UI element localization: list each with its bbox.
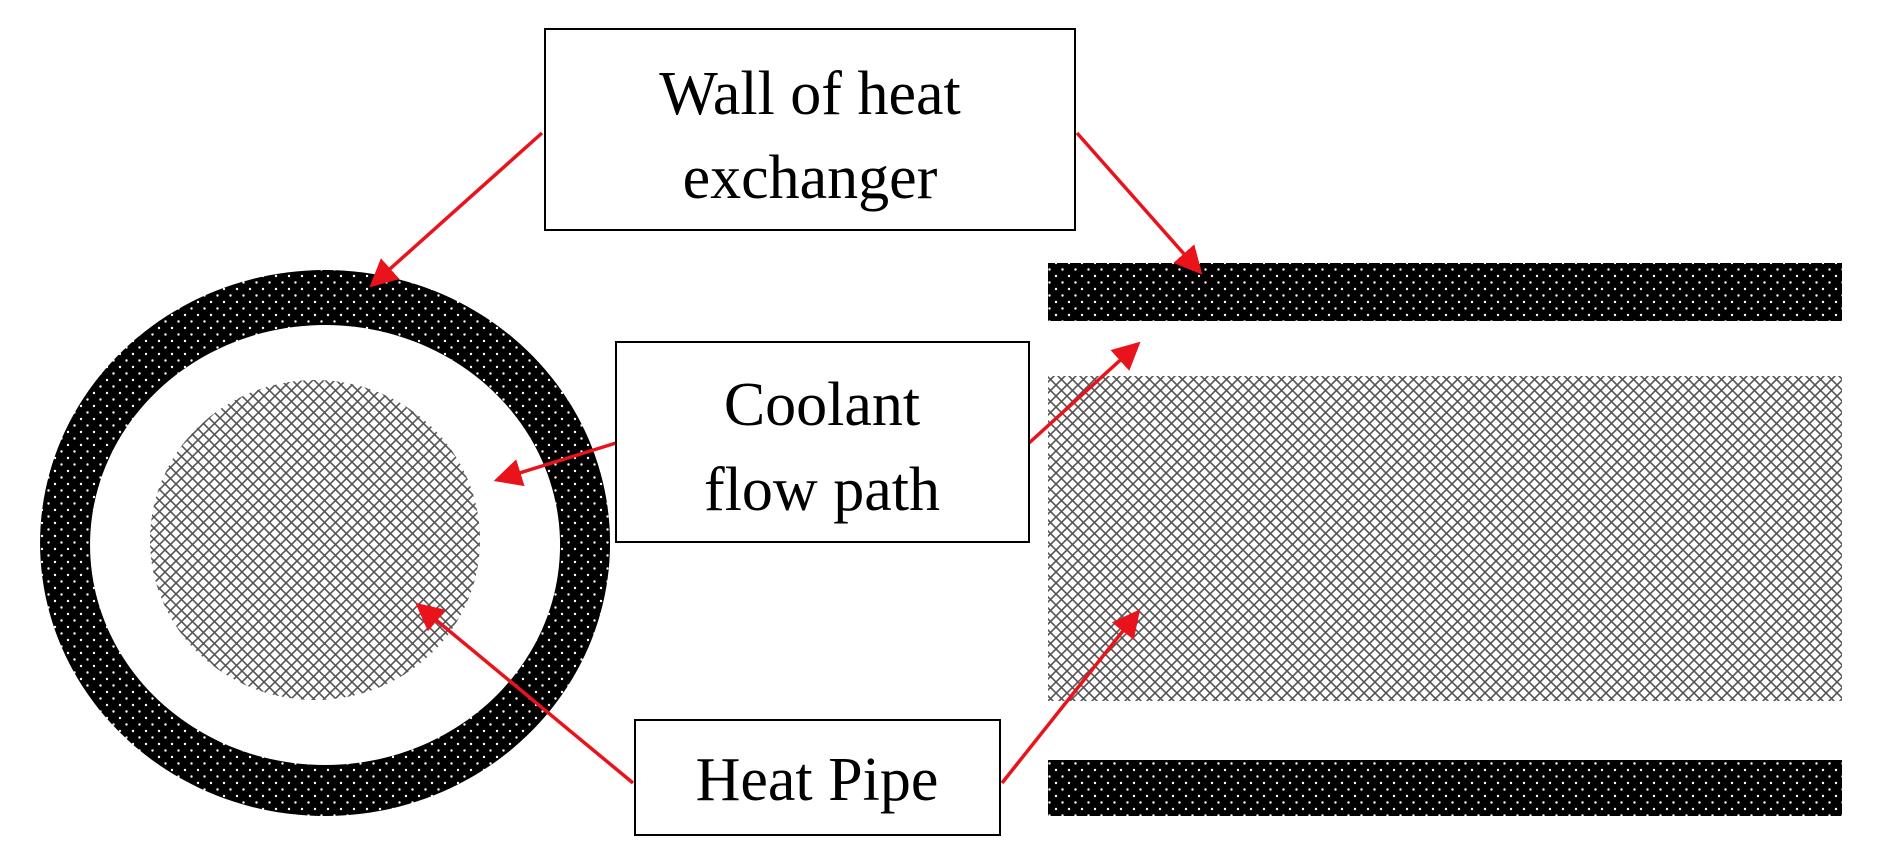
exchanger-wall-top [1048,263,1842,321]
heat-pipe-arrow-right [1000,609,1141,785]
wall-label-line-2: exchanger [683,144,938,212]
longitudinal-view [1048,263,1842,816]
wall-arrow-right [1075,131,1203,275]
coolant-arrow-left [493,441,617,487]
heat-pipe-label-text: Heat Pipe [696,746,939,814]
wall-label: Wall of heat exchanger [544,28,1076,231]
wall-arrow-left [369,131,544,288]
wall-label-line-1: Wall of heat [659,60,960,128]
coolant-label-line-2: flow path [704,456,940,524]
heat-pipe-band [1048,376,1842,701]
heat-pipe-arrow-left [415,602,635,785]
annotation-arrows [369,131,1203,785]
coolant-label: Coolant flow path [615,341,1030,543]
heat-pipe-label: Heat Pipe [634,719,1001,836]
heat-pipe-circle [150,380,480,700]
exchanger-wall-bottom [1048,760,1842,816]
cross-section-view [40,270,611,816]
coolant-arrow-right [1027,341,1141,445]
coolant-label-line-1: Coolant [724,371,920,439]
